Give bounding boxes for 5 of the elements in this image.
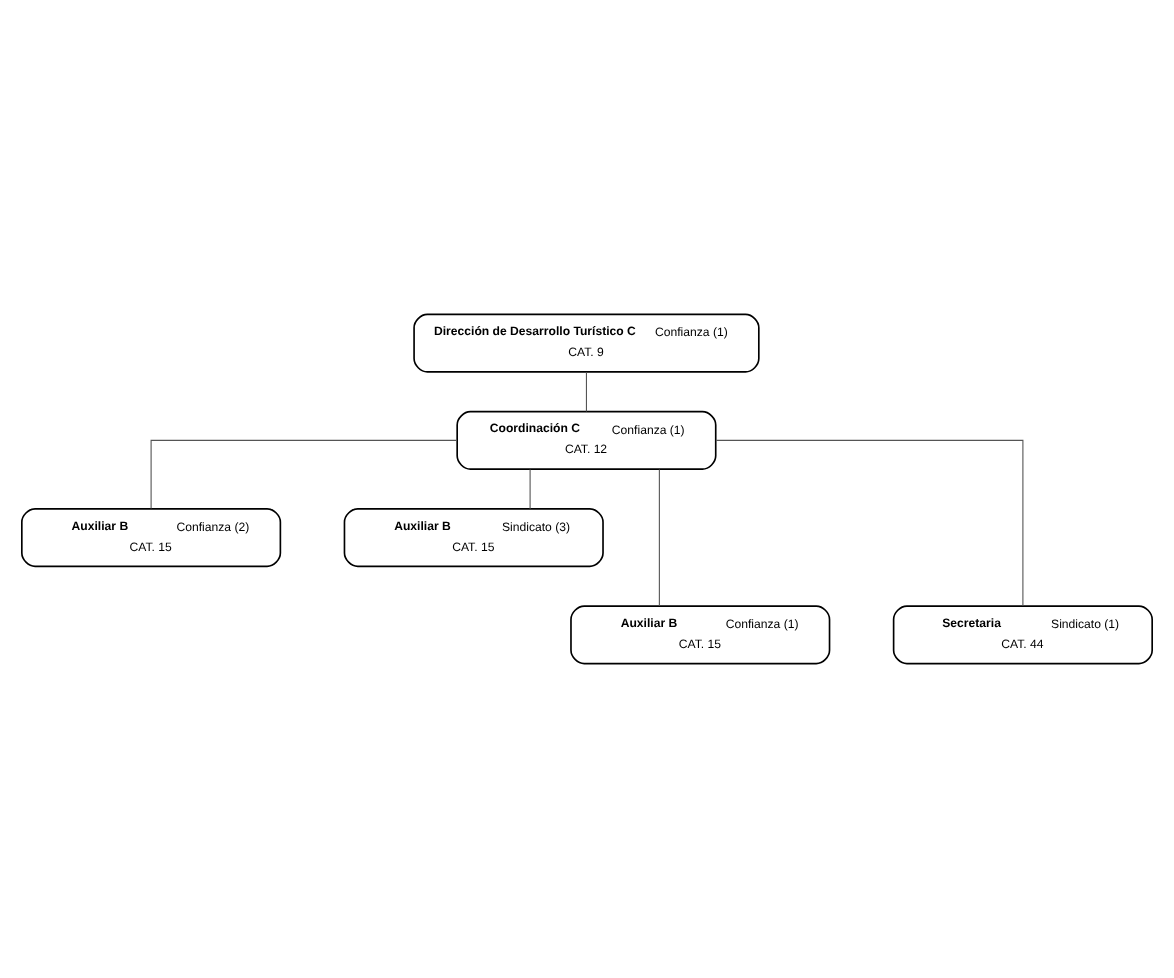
- connector: [658, 468, 660, 607]
- connector: [150, 439, 458, 509]
- connector: [529, 469, 531, 510]
- connector: [715, 439, 1024, 607]
- connector: [585, 371, 587, 413]
